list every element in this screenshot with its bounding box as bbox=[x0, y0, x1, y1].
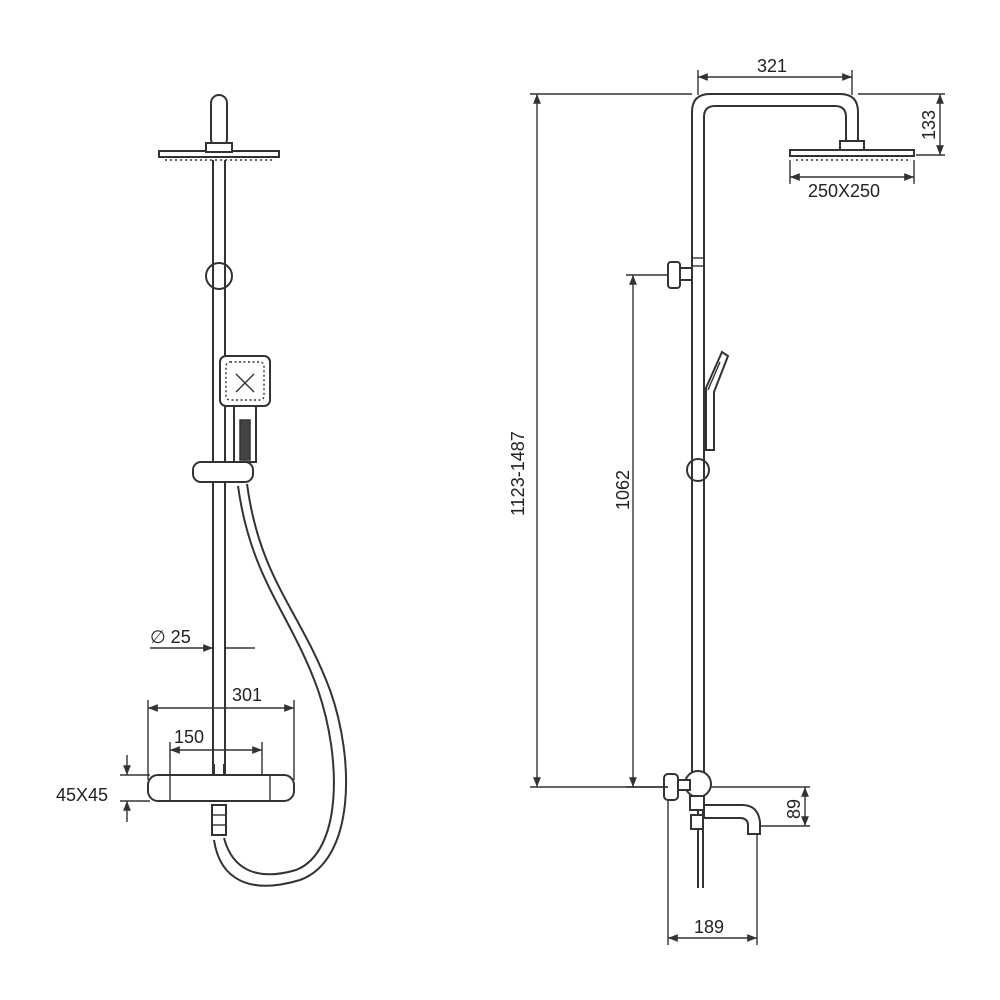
overhead-shower-head-side bbox=[789, 140, 915, 161]
dimension-arm-drop: 133 bbox=[858, 93, 945, 156]
dimension-spout-height-label: 89 bbox=[784, 799, 804, 819]
dimension-valve-section: 45X45 bbox=[56, 755, 150, 822]
dimension-valve-section-label: 45X45 bbox=[56, 785, 108, 805]
dimension-rail-height-label: 1062 bbox=[613, 470, 633, 510]
dimension-bar-width: 301 bbox=[147, 685, 295, 780]
mixer-body-side bbox=[663, 770, 712, 888]
dimension-head-size: 250X250 bbox=[789, 160, 915, 201]
side-view: 321 133 250X250 1123-1487 10 bbox=[508, 56, 945, 945]
riser-top-cap bbox=[210, 94, 228, 148]
shower-hose bbox=[213, 483, 347, 887]
dimension-rail-height: 1062 bbox=[613, 274, 668, 788]
overhead-shower-head-front bbox=[158, 142, 280, 161]
dimension-diameter: ∅ 25 bbox=[150, 627, 255, 652]
hand-shower-side bbox=[705, 350, 730, 451]
wall-bracket-upper bbox=[667, 261, 693, 289]
dimension-spout-projection-label: 189 bbox=[694, 917, 724, 937]
riser-and-arm-side bbox=[691, 93, 859, 775]
dimension-head-arm: 321 bbox=[697, 56, 853, 95]
dimension-spout-height: 89 bbox=[711, 786, 810, 827]
dimension-bar-width-label: 301 bbox=[232, 685, 262, 705]
thermostatic-bar-front bbox=[147, 764, 295, 836]
dimension-head-size-label: 250X250 bbox=[808, 181, 880, 201]
slide-clamp-front bbox=[205, 262, 233, 290]
front-view: ∅ 25 301 150 45X45 bbox=[56, 94, 347, 887]
dimension-head-arm-label: 321 bbox=[757, 56, 787, 76]
bath-spout bbox=[703, 804, 761, 835]
slide-clamp-side bbox=[686, 458, 710, 482]
dimension-diameter-label: ∅ 25 bbox=[150, 627, 191, 647]
dimension-arm-drop-label: 133 bbox=[919, 110, 939, 140]
hand-shower-front bbox=[219, 355, 271, 463]
dimension-total-height: 1123-1487 bbox=[508, 93, 692, 788]
dimension-valve-spacing: 150 bbox=[169, 727, 263, 776]
dimension-spout-projection: 189 bbox=[667, 800, 758, 945]
dimension-valve-spacing-label: 150 bbox=[174, 727, 204, 747]
hand-shower-holder-front bbox=[192, 461, 254, 483]
dimension-total-height-label: 1123-1487 bbox=[508, 431, 528, 516]
